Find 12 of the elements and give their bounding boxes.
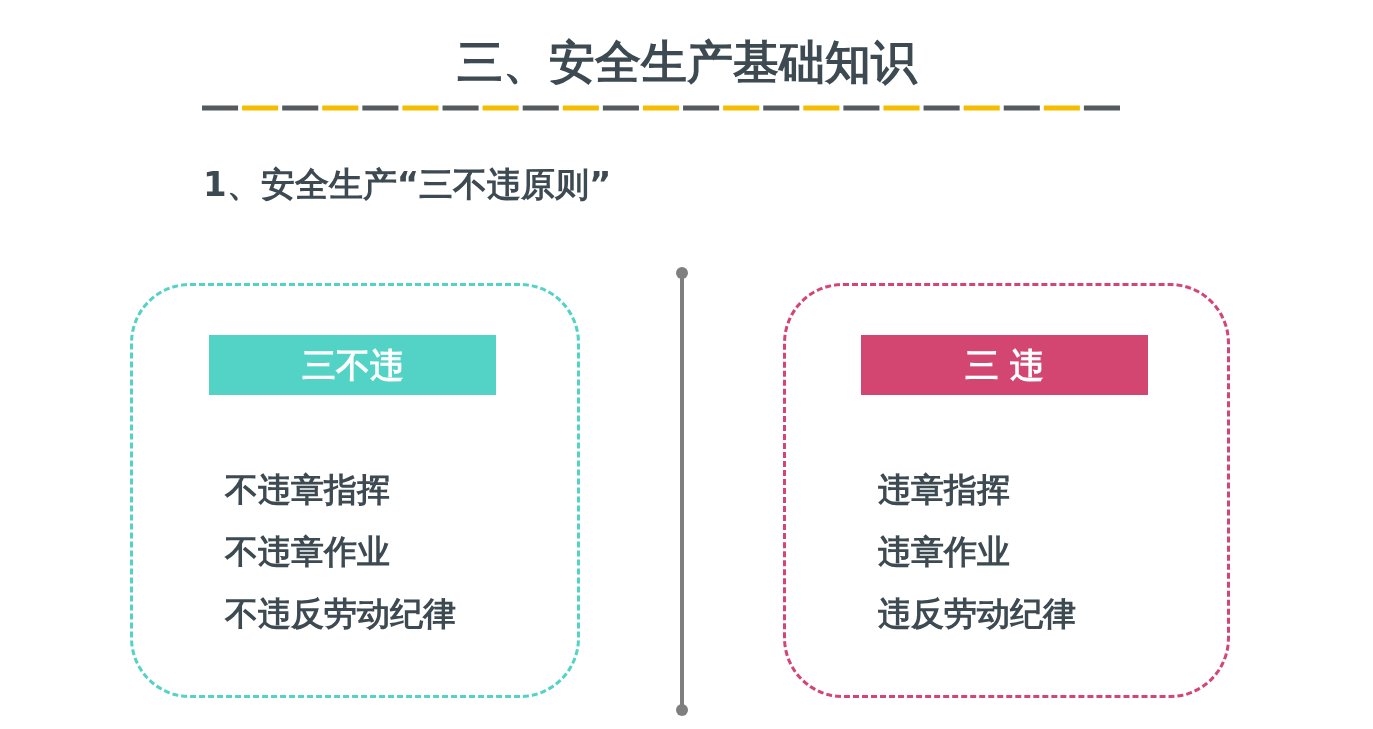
list-item: 违反劳动纪律 bbox=[878, 593, 1076, 635]
list-item: 不违反劳动纪律 bbox=[225, 593, 456, 635]
subheading: 1、安全生产“三不违原则” bbox=[203, 163, 612, 206]
dashed-box bbox=[783, 283, 1230, 698]
list-item: 违章指挥 bbox=[878, 469, 1010, 511]
title: 三、安全生产基础知识 bbox=[455, 34, 919, 91]
dashed-box bbox=[130, 283, 580, 698]
heading-band: 三不违 bbox=[209, 335, 496, 395]
list-item: 违章作业 bbox=[878, 531, 1010, 573]
list-item: 不违章作业 bbox=[225, 531, 390, 573]
heading-band: 三 违 bbox=[861, 335, 1148, 395]
list-item: 不违章指挥 bbox=[225, 469, 390, 511]
